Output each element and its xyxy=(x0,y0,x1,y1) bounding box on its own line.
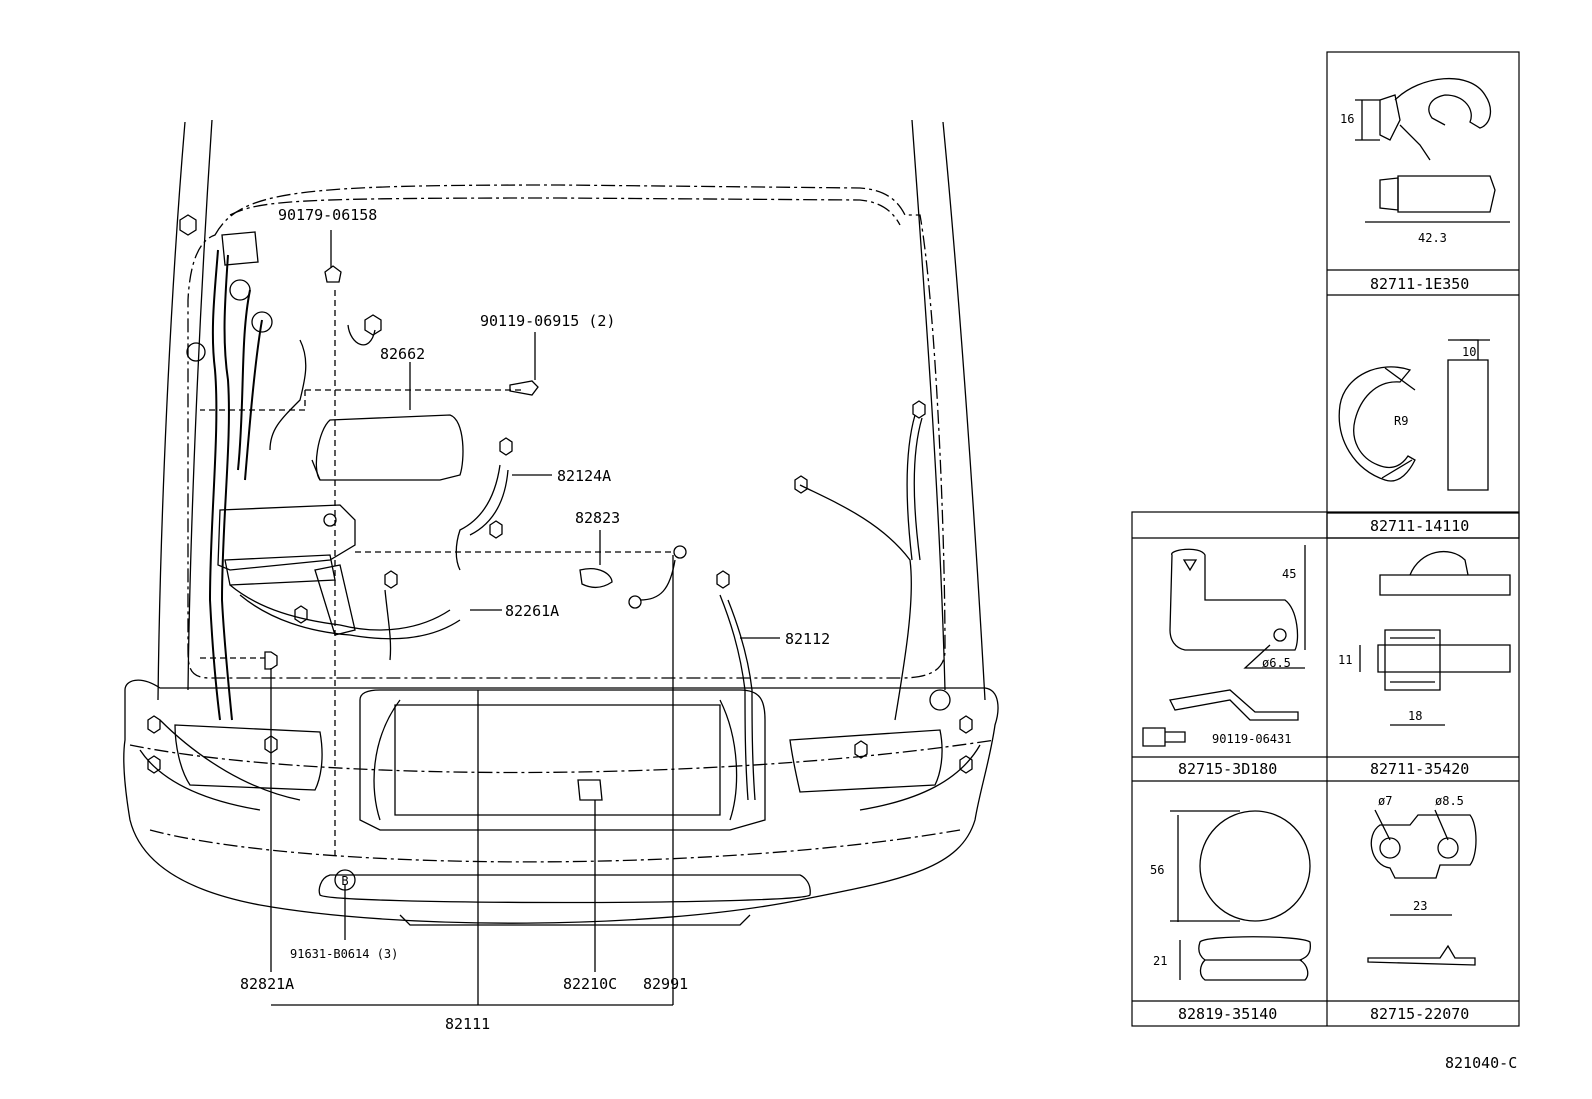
marker-b: B xyxy=(334,869,356,891)
callout-82991: 82991 xyxy=(643,975,688,993)
svg-text:ø7: ø7 xyxy=(1378,794,1392,808)
part-90119-06431: 90119-06431 xyxy=(1212,732,1291,746)
part-82711-14110: 82711-14110 xyxy=(1370,517,1469,535)
part-82715-22070: 82715-22070 xyxy=(1370,1005,1469,1023)
callout-82112: 82112 xyxy=(785,630,830,648)
svg-text:18: 18 xyxy=(1408,709,1422,723)
detail-82711-35420: 11 18 82711-35420 xyxy=(1338,551,1511,778)
svg-text:21: 21 xyxy=(1153,954,1167,968)
svg-text:11: 11 xyxy=(1338,653,1352,667)
svg-text:45: 45 xyxy=(1282,567,1296,581)
leader-lines xyxy=(200,230,780,1006)
detail-82711-14110: 10 R9 82711-14110 xyxy=(1338,339,1490,535)
callout-82210c: 82210C xyxy=(563,975,617,993)
detail-82819-35140: 56 21 82819-35140 xyxy=(1150,810,1311,1023)
callout-90119-06915: 90119-06915 (2) xyxy=(480,312,615,330)
part-82715-3d180: 82715-3D180 xyxy=(1178,760,1277,778)
detail-grid xyxy=(1131,51,1520,1027)
detail-82715-3d180: 45 ø6.5 90119-06431 82715-3D180 xyxy=(1142,545,1306,778)
svg-text:10: 10 xyxy=(1462,345,1476,359)
svg-text:23: 23 xyxy=(1413,899,1427,913)
diagram-code: 821040-C xyxy=(1445,1054,1517,1072)
callout-90179-06158: 90179-06158 xyxy=(278,206,377,224)
detail-82711-1e350: 16 42.3 82711-1E350 xyxy=(1340,77,1510,293)
svg-text:42.3: 42.3 xyxy=(1418,231,1447,245)
part-82819-35140: 82819-35140 xyxy=(1178,1005,1277,1023)
svg-text:ø6.5: ø6.5 xyxy=(1262,656,1291,670)
callout-labels: 90179-06158 90119-06915 (2) 82662 82124A… xyxy=(240,206,830,1033)
callout-82111: 82111 xyxy=(445,1015,490,1033)
part-82711-1e350: 82711-1E350 xyxy=(1370,275,1469,293)
callout-82821a: 82821A xyxy=(240,975,294,993)
connectors xyxy=(147,214,973,801)
callout-82124a: 82124A xyxy=(557,467,611,485)
svg-text:B: B xyxy=(341,874,348,888)
callout-82662: 82662 xyxy=(380,345,425,363)
svg-text:ø8.5: ø8.5 xyxy=(1435,794,1464,808)
svg-text:R9: R9 xyxy=(1394,414,1408,428)
part-82711-35420: 82711-35420 xyxy=(1370,760,1469,778)
detail-82715-22070: ø7 ø8.5 23 82715-22070 xyxy=(1367,794,1477,1023)
svg-text:56: 56 xyxy=(1150,863,1164,877)
vehicle-front-outline xyxy=(123,119,999,926)
wire-harness xyxy=(159,249,923,821)
svg-text:16: 16 xyxy=(1340,112,1354,126)
callout-91631-b0614: 91631-B0614 (3) xyxy=(290,947,398,961)
callout-82261a: 82261A xyxy=(505,602,559,620)
callout-82823: 82823 xyxy=(575,509,620,527)
